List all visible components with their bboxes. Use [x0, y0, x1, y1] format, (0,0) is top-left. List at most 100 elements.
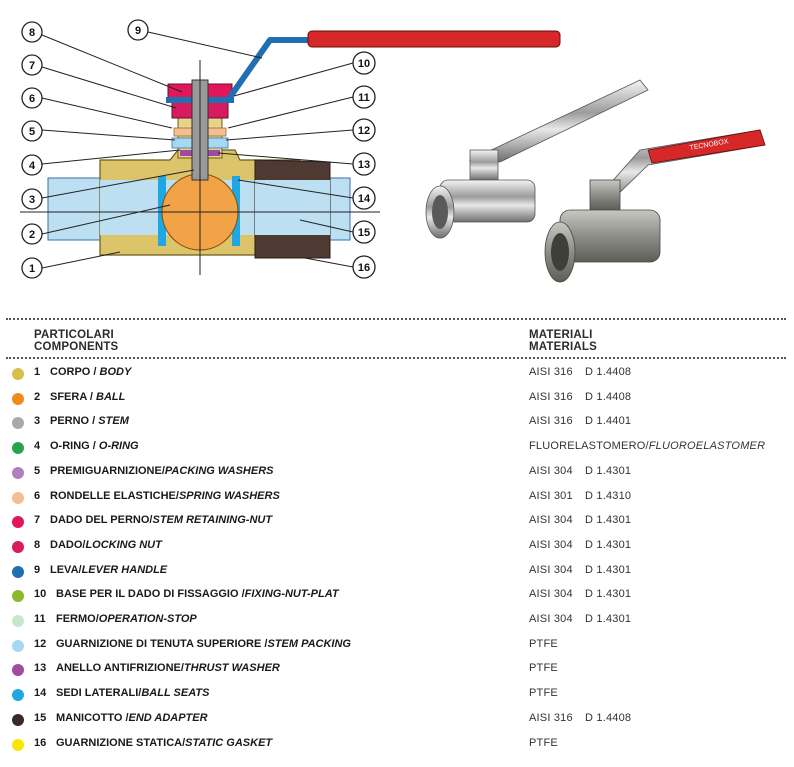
part-number: 6: [34, 489, 41, 502]
part-name: DADO DEL PERNO/STEM RETAINING-NUT: [50, 514, 272, 526]
top-separator: [6, 318, 786, 320]
color-dot: [12, 664, 24, 677]
part-name-en: FIXING-NUT-PLAT: [244, 588, 339, 601]
part-name-it: SFERA /: [50, 390, 97, 403]
color-dot: [12, 442, 24, 455]
material-grade: FLUORELASTOMERO/: [529, 440, 649, 453]
part-name-en: BALL: [96, 390, 126, 403]
part-name-en: O-RING: [98, 440, 139, 453]
svg-text:8: 8: [29, 27, 35, 39]
color-dot: [12, 713, 24, 726]
material-din: D 1.4408: [585, 711, 632, 724]
material-din: D 1.4301: [585, 514, 632, 527]
svg-text:7: 7: [29, 60, 35, 72]
color-dot: [12, 615, 24, 627]
material-grade: PTFE: [529, 662, 558, 675]
callout-12: 12: [352, 118, 376, 142]
part-name-it: ANELLO ANTIFRIZIONE/: [56, 662, 184, 675]
material-grade: PTFE: [529, 736, 558, 749]
part-name-en: STEM PACKING: [267, 637, 351, 650]
part-number: 16: [34, 736, 47, 749]
part-name-it: LEVA/: [50, 563, 82, 576]
cross-section-drawing: [20, 30, 561, 275]
part-name-en: PACKING WASHERS: [164, 464, 274, 477]
svg-text:13: 13: [358, 159, 370, 171]
color-dot: [12, 639, 24, 652]
color-dot: [12, 738, 24, 751]
part-name: PREMIGUARNIZIONE/PACKING WASHERS: [50, 465, 274, 477]
part-name: MANICOTTO /END ADAPTER: [56, 712, 208, 724]
part-name-it: O-RING /: [50, 440, 99, 453]
material-grade: AISI 304: [529, 538, 573, 551]
part-name-it: GUARNIZIONE DI TENUTA SUPERIORE /: [56, 637, 268, 650]
svg-text:6: 6: [29, 93, 35, 105]
callout-5: 5: [21, 120, 43, 142]
part-name: DADO/LOCKING NUT: [50, 539, 162, 551]
table-row: 16 GUARNIZIONE STATICA/STATIC GASKET PTFE: [0, 733, 794, 757]
part-number: 14: [34, 687, 47, 700]
color-dot: [12, 466, 24, 479]
part-name-en: BALL SEATS: [141, 687, 210, 700]
product-photo-stainless-valve: TECNOBOX: [544, 129, 766, 283]
color-dot: [12, 368, 24, 380]
part-number: 8: [34, 538, 41, 551]
callout-9: 9: [127, 19, 149, 41]
part-name-it: RONDELLE ELASTICHE/: [50, 489, 179, 502]
part-name-en: OPERATION-STOP: [98, 613, 197, 625]
callout-1: 1: [21, 257, 43, 279]
material-din: D 1.4301: [585, 464, 632, 477]
svg-text:3: 3: [29, 194, 35, 206]
material-din: D 1.4301: [585, 613, 632, 625]
color-dot: [12, 689, 24, 702]
part-name-it: FERMO/: [56, 613, 99, 625]
material-din: D 1.4301: [585, 588, 632, 601]
color-dot: [12, 491, 24, 504]
part-name-en: END ADAPTER: [128, 711, 208, 724]
color-dot: [12, 516, 24, 529]
part-number: 4: [34, 440, 41, 453]
callout-8: 8: [21, 21, 43, 43]
svg-text:11: 11: [358, 92, 370, 104]
part-name-it: GUARNIZIONE STATICA/: [56, 736, 186, 749]
part-number: 1: [34, 366, 41, 378]
part-number: 13: [34, 662, 47, 675]
part-name-it: PREMIGUARNIZIONE/: [50, 464, 165, 477]
part-number: 12: [34, 637, 47, 650]
svg-text:4: 4: [29, 160, 36, 172]
part-name-it: MANICOTTO /: [56, 711, 129, 724]
callout-16: 16: [352, 255, 376, 279]
header-separator: [6, 357, 786, 359]
part-name-en: STEM: [98, 415, 129, 428]
part-name: RONDELLE ELASTICHE/SPRING WASHERS: [50, 490, 280, 502]
part-name: FERMO/OPERATION-STOP: [56, 613, 197, 625]
part-name: LEVA/LEVER HANDLE: [50, 564, 167, 576]
svg-text:14: 14: [358, 193, 371, 205]
part-number: 10: [34, 588, 47, 601]
callout-2: 2: [21, 223, 43, 245]
part-name-en: STATIC GASKET: [185, 736, 273, 749]
part-number: 11: [34, 613, 46, 625]
part-material: PTFE: [529, 638, 585, 650]
svg-text:16: 16: [358, 262, 370, 274]
svg-text:2: 2: [29, 229, 35, 241]
material-din: D 1.4310: [585, 489, 632, 502]
color-dot: [12, 417, 24, 430]
svg-text:9: 9: [135, 25, 141, 37]
part-material: PTFE: [529, 737, 585, 749]
part-name-en: STEM RETAINING-NUT: [152, 514, 273, 527]
part-number: 5: [34, 464, 41, 477]
svg-text:12: 12: [358, 125, 370, 137]
